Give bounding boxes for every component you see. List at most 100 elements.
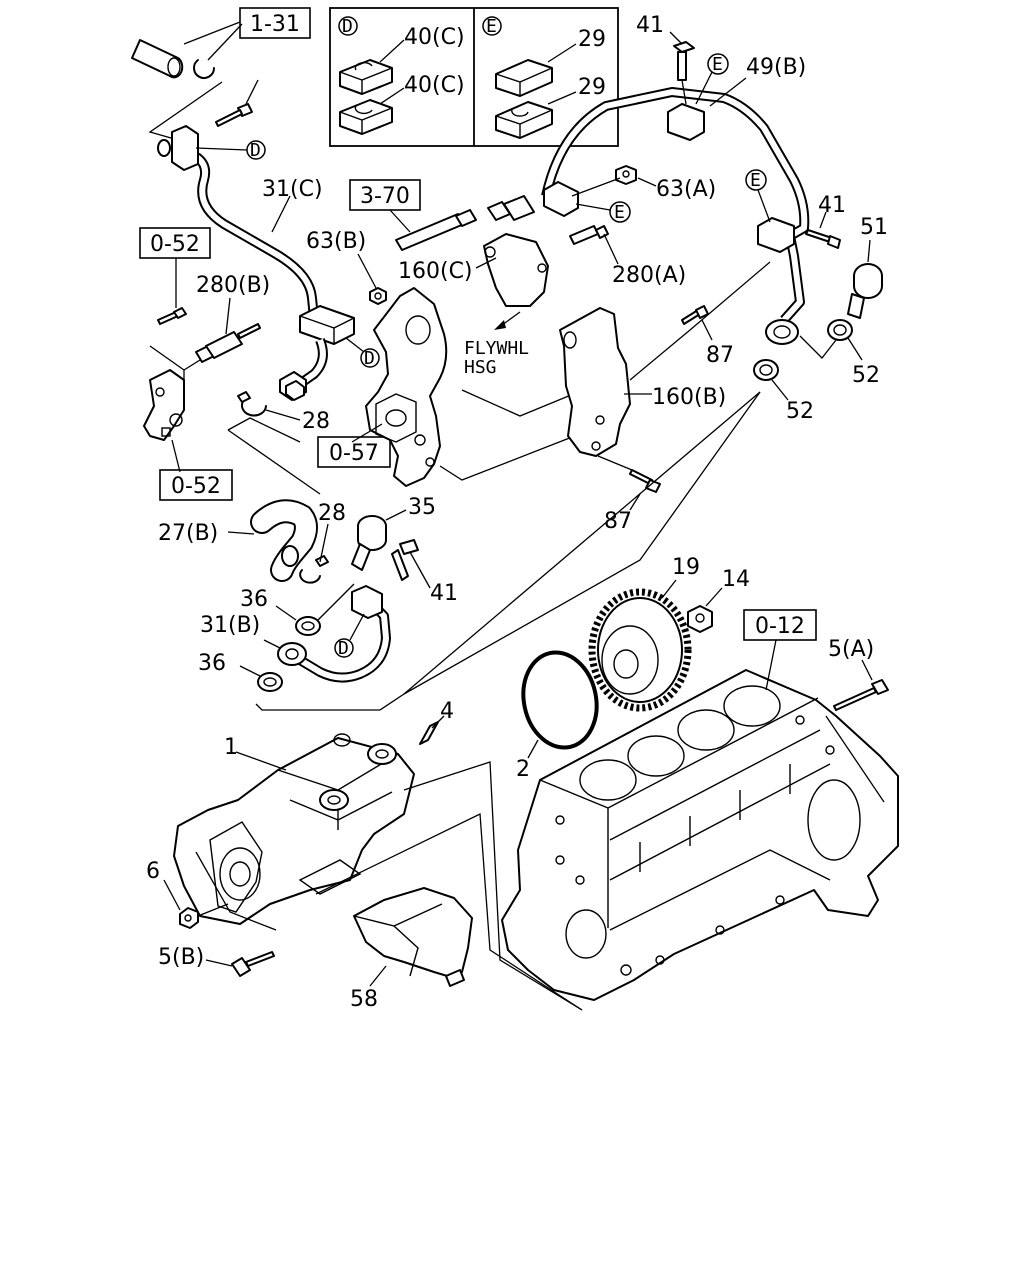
marker-label: E [486, 16, 497, 37]
stud-bolt-icon [569, 225, 609, 245]
marker-label: D [338, 638, 349, 659]
washer-icon [295, 616, 321, 636]
inset-label: 29 [578, 27, 606, 52]
callout-31c: 31(C) [262, 177, 323, 202]
pipe-fitting-icon [277, 642, 307, 666]
bolt-icon [833, 679, 889, 711]
marker-e-icon [707, 53, 729, 75]
marker-d-icon [334, 638, 354, 658]
ref-box-label: 0-12 [755, 614, 805, 639]
inset-label: 40(C) [404, 25, 465, 50]
callout-49b: 49(B) [746, 55, 806, 80]
pipe-clamp-block-icon [667, 103, 705, 141]
bolt-icon [157, 307, 187, 325]
nut-icon [687, 605, 713, 633]
ref-box-1-31: 1-31 [239, 7, 311, 39]
clamp-half-icon [495, 59, 553, 97]
bolt-icon [231, 951, 275, 977]
callout-1: 1 [224, 735, 238, 760]
banjo-bolt-icon [351, 515, 387, 571]
callout-36-upper: 36 [240, 587, 268, 612]
bolt-icon [215, 103, 253, 127]
callout-52-right: 52 [852, 363, 880, 388]
callout-280b: 280(B) [196, 273, 270, 298]
callout-28-upper: 28 [302, 409, 330, 434]
callout-63a: 63(A) [656, 177, 716, 202]
pipe-clamp-block-icon [757, 217, 795, 253]
clamp-half-icon [495, 101, 553, 139]
inset-label: 40(C) [404, 73, 465, 98]
marker-e-icon [745, 169, 767, 191]
injector-rod-icon [395, 195, 535, 251]
note-flywhl: FLYWHL [464, 338, 529, 359]
ref-box-0-57: 0-57 [317, 436, 391, 468]
hose-clamp-icon [299, 555, 329, 584]
ref-box-label: 0-57 [329, 441, 379, 466]
callout-52-mid: 52 [786, 399, 814, 424]
marker-label: D [364, 348, 375, 369]
hose-clamp-icon [237, 391, 267, 417]
marker-label: D [342, 16, 353, 37]
clamp-half-icon [339, 99, 393, 135]
callout-35: 35 [408, 495, 436, 520]
o-ring-icon [521, 650, 599, 750]
callout-2: 2 [516, 757, 530, 782]
callout-4: 4 [440, 699, 454, 724]
ref-box-3-70: 3-70 [349, 179, 421, 211]
cover-icon [353, 887, 473, 987]
bracket-icon [559, 307, 631, 457]
hose-clamp-icon [193, 59, 215, 79]
callout-19: 19 [672, 555, 700, 580]
callout-41-top: 41 [636, 13, 664, 38]
stud-bolt-icon [195, 323, 261, 363]
nut-icon [179, 907, 199, 929]
callout-160c: 160(C) [398, 259, 473, 284]
marker-label: D [250, 140, 261, 161]
pipe-clamp-block-icon [299, 305, 355, 345]
ref-box-0-52-bottom: 0-52 [159, 469, 233, 501]
ref-box-0-52-top: 0-52 [139, 227, 211, 259]
washer-icon [753, 359, 779, 381]
ref-box-label: 0-52 [171, 474, 221, 499]
callout-5a: 5(A) [828, 637, 874, 662]
bolt-icon [805, 229, 841, 249]
bracket-icon [143, 369, 185, 441]
marker-label: E [614, 202, 625, 223]
bolt-icon [629, 469, 661, 493]
marker-e-icon [609, 201, 631, 223]
callout-51: 51 [860, 215, 888, 240]
bracket-icon [483, 233, 549, 307]
air-compressor-icon [173, 733, 415, 925]
inset-label: 29 [578, 75, 606, 100]
clamp-half-icon [339, 59, 393, 95]
ref-box-label: 3-70 [360, 184, 410, 209]
pipe-clamp-block-icon [351, 585, 383, 619]
pipe-clamp-block-icon [543, 181, 579, 217]
marker-label: E [712, 54, 723, 75]
bolt-icon [681, 305, 709, 325]
clamp-inset-box: D E 40(C) 40(C) 29 29 [329, 7, 619, 147]
callout-63b: 63(B) [306, 229, 366, 254]
ref-box-label: 1-31 [250, 12, 300, 37]
callout-41-mid: 41 [430, 581, 458, 606]
pipe-nut-icon [279, 371, 307, 401]
hose-end-icon [131, 39, 184, 79]
callout-280a: 280(A) [612, 263, 686, 288]
pipe-fitting-icon [157, 125, 199, 171]
callout-14: 14 [722, 567, 750, 592]
washer-icon [257, 672, 283, 692]
pipe-fitting-icon [765, 319, 799, 345]
flywheel-housing-bracket-icon [365, 287, 448, 487]
marker-d-icon [338, 16, 358, 36]
marker-d-icon [360, 348, 380, 368]
callout-6: 6 [146, 859, 160, 884]
note-hsg: HSG [464, 357, 497, 378]
banjo-bolt-icon [847, 263, 883, 319]
marker-label: E [750, 170, 761, 191]
callout-87-upper: 87 [706, 343, 734, 368]
nut-icon [369, 287, 387, 305]
callout-27b: 27(B) [158, 521, 218, 546]
washer-icon [827, 319, 853, 341]
ref-box-0-12: 0-12 [743, 609, 817, 641]
